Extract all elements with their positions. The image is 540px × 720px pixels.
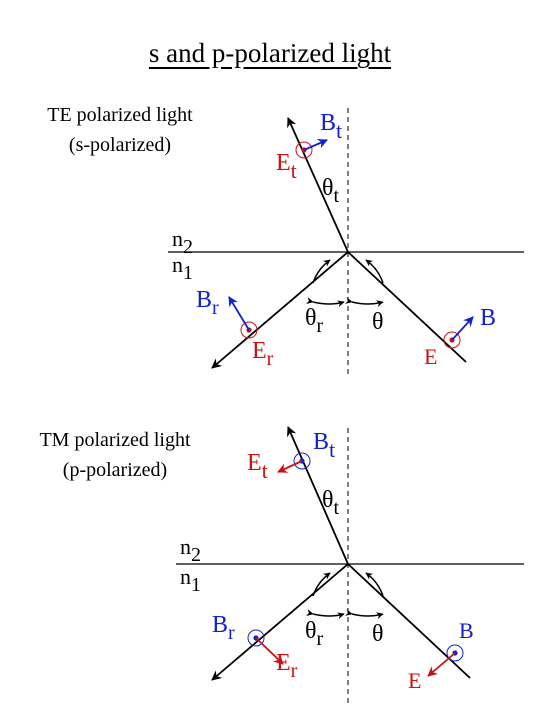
tm-transmitted-ray xyxy=(287,426,349,565)
tm-theta-t-label: θt xyxy=(322,487,340,519)
tm-Er-label: Er xyxy=(276,650,298,682)
te-reflection-angle-arc xyxy=(306,297,345,308)
te-Br-label: Br xyxy=(196,287,219,319)
te-caption-line1: TE polarized light xyxy=(47,104,193,126)
tm-incident-ray xyxy=(347,563,471,679)
tm-theta-label: θ xyxy=(372,621,384,647)
te-n2-label: n2 xyxy=(172,226,193,258)
te-Bt-label: Bt xyxy=(320,110,342,143)
te-transmitted-ray xyxy=(287,117,349,253)
tm-caption-line1: TM polarized light xyxy=(39,429,191,451)
tm-n2-label: n2 xyxy=(180,534,201,566)
te-incidence-angle-arc xyxy=(345,297,384,308)
te-diagram: n2 n1 Bt Et θt θr θ Br Er B E xyxy=(168,108,524,378)
tm-caption: TM polarized light (p-polarized) xyxy=(15,425,215,485)
te-Et-out-of-page-icon xyxy=(295,141,313,159)
te-theta-r-label: θr xyxy=(305,305,324,337)
tm-reflected-ray xyxy=(211,563,349,681)
tm-n1-label: n1 xyxy=(180,564,201,596)
tm-Et-label: Et xyxy=(247,450,268,483)
te-Er-out-of-page-icon xyxy=(240,321,258,339)
tm-Bt-out-of-page-icon xyxy=(293,452,311,470)
tm-B-label: B xyxy=(459,618,474,643)
te-caption-line2: (s-polarized) xyxy=(68,134,172,156)
tm-incidence-angle-arc xyxy=(345,609,384,620)
tm-Bt-label: Bt xyxy=(313,429,335,462)
te-theta-label: θ xyxy=(372,309,384,335)
page-title: s and p-polarized light xyxy=(0,38,540,69)
te-reflection-angle-arc-outer xyxy=(312,259,331,284)
te-Br-arrow xyxy=(228,296,250,331)
te-Et-label: Et xyxy=(276,150,297,183)
te-Bt-arrow xyxy=(303,139,328,151)
te-E-out-of-page-icon xyxy=(443,331,461,349)
te-theta-t-label: θt xyxy=(322,175,340,207)
tm-diagram: n2 n1 Bt Et θt θr θ Br Er B E xyxy=(176,426,524,704)
te-incidence-angle-arc-outer xyxy=(365,259,384,284)
te-B-arrow xyxy=(451,316,474,341)
tm-reflection-angle-arc-outer xyxy=(312,572,331,597)
te-caption: TE polarized light (s-polarized) xyxy=(20,100,220,160)
tm-Et-arrow xyxy=(277,460,303,473)
tm-B-out-of-page-icon xyxy=(446,644,464,662)
te-reflected-ray xyxy=(211,251,349,369)
tm-E-label: E xyxy=(408,668,421,693)
page-title-text: s and p-polarized light xyxy=(148,38,392,68)
te-B-label: B xyxy=(480,305,496,331)
tm-Br-label: Br xyxy=(212,612,235,644)
tm-E-arrow xyxy=(427,652,456,677)
te-n1-label: n1 xyxy=(172,252,193,284)
tm-reflection-angle-arc xyxy=(306,609,345,620)
tm-caption-line2: (p-polarized) xyxy=(62,459,168,481)
tm-incidence-angle-arc-outer xyxy=(365,572,384,597)
tm-theta-r-label: θr xyxy=(305,618,324,650)
te-Er-label: Er xyxy=(252,338,274,370)
tm-Er-arrow xyxy=(255,637,284,665)
te-incident-ray xyxy=(347,251,467,363)
te-E-label: E xyxy=(424,344,437,369)
tm-Br-out-of-page-icon xyxy=(247,629,265,647)
